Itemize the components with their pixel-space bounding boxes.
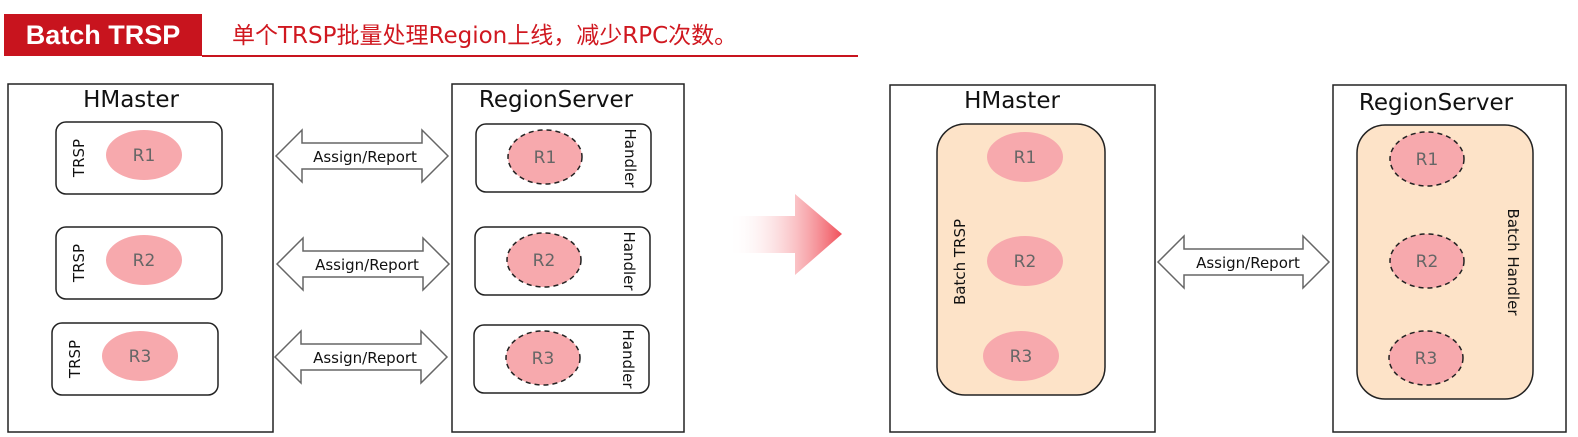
left-master-region-r2: [106, 235, 182, 285]
header-divider: [202, 55, 858, 57]
right-arrow-label: Assign/Report: [1196, 254, 1300, 272]
right-server-region-r1: [1389, 131, 1465, 187]
right-server-region-r2: [1389, 233, 1465, 289]
left-arrow-label-3: Assign/Report: [313, 349, 417, 367]
left-master-region-r3-label: R3: [129, 347, 152, 367]
right-server-region-r1-label: R1: [1416, 150, 1439, 170]
left-master-region-r2-label: R2: [133, 251, 156, 271]
right-regionserver-title: RegionServer: [1359, 90, 1514, 116]
left-master-region-r1: [106, 130, 182, 180]
left-server-region-r1: [507, 129, 583, 185]
left-server-region-r1-label: R1: [534, 148, 557, 168]
left-regionserver-title: RegionServer: [479, 87, 634, 113]
right-master-region-r2-label: R2: [1014, 252, 1037, 272]
left-hmaster-title: HMaster: [83, 87, 179, 113]
right-batch-trsp-label: Batch TRSP: [951, 219, 969, 305]
left-assign-report-arrow-1: Assign/Report: [274, 128, 450, 184]
right-master-region-r1: [987, 132, 1063, 182]
left-server-region-r3-label: R3: [532, 349, 555, 369]
left-handler-label-1: Handler: [621, 128, 639, 188]
right-batch-handler-label: Batch Handler: [1504, 209, 1522, 317]
left-server-region-r2-label: R2: [533, 251, 556, 271]
left-server-region-r2: [506, 232, 582, 288]
left-trsp-label-3: TRSP: [66, 340, 84, 379]
right-master-region-r3-label: R3: [1010, 347, 1033, 367]
left-handler-label-2: Handler: [620, 231, 638, 291]
header-description: 单个TRSP批量处理Region上线，减少RPC次数。: [232, 23, 738, 49]
left-arrow-label-1: Assign/Report: [313, 148, 417, 166]
left-trsp-label-2: TRSP: [70, 244, 88, 283]
right-server-region-r2-label: R2: [1416, 252, 1439, 272]
left-assign-report-arrow-3: Assign/Report: [273, 329, 449, 385]
left-server-region-r3: [505, 330, 581, 386]
right-assign-report-arrow: Assign/Report: [1156, 234, 1331, 290]
gradient-right-arrow-icon: [728, 194, 842, 275]
left-assign-report-arrow-2: Assign/Report: [275, 236, 451, 292]
left-arrow-label-2: Assign/Report: [315, 256, 419, 274]
right-hmaster-title: HMaster: [964, 88, 1060, 114]
header-badge: Batch TRSP: [4, 14, 202, 56]
right-server-region-r3: [1388, 330, 1464, 386]
right-master-region-r2: [987, 236, 1063, 286]
right-server-region-r3-label: R3: [1415, 349, 1438, 369]
right-master-region-r3: [983, 331, 1059, 381]
left-trsp-label-1: TRSP: [70, 139, 88, 178]
left-master-region-r3: [102, 331, 178, 381]
left-master-region-r1-label: R1: [133, 146, 156, 166]
left-handler-label-3: Handler: [619, 329, 637, 389]
right-master-region-r1-label: R1: [1014, 148, 1037, 168]
